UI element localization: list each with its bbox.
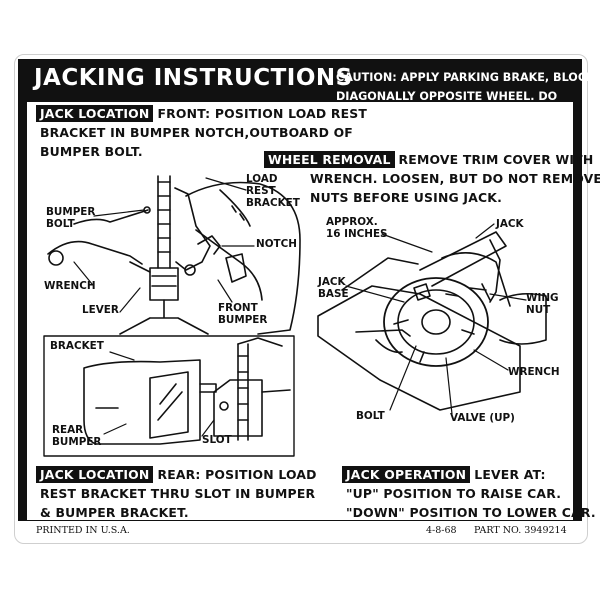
callout-line: APPROX. xyxy=(326,216,378,228)
front-bumper-label: FRONT BUMPER xyxy=(218,302,267,326)
wheel-label: WHEEL REMOVAL xyxy=(264,151,395,168)
callout-line: JACK xyxy=(318,276,346,288)
callout-line: REST xyxy=(246,185,276,197)
rear-bumper-label: REAR BUMPER xyxy=(52,424,101,448)
front-line: FRONT: POSITION LOAD REST xyxy=(157,106,368,121)
callout-line: BOLT xyxy=(46,218,75,230)
rear-line: & BUMPER BRACKET. xyxy=(40,505,189,520)
part-number: PART NO. 3949214 xyxy=(474,525,567,536)
wrench-label: WRENCH xyxy=(44,280,96,292)
bolt-label: BOLT xyxy=(356,410,385,422)
wheel-line: REMOVE TRIM COVER WITH xyxy=(398,152,594,167)
white-panel xyxy=(27,102,573,520)
rear-jack-inset xyxy=(43,335,295,457)
operation-line: LEVER AT: xyxy=(474,467,546,482)
rear-line: REAR: POSITION LOAD xyxy=(157,467,317,482)
wheel-line: WRENCH. LOOSEN, BUT DO NOT REMOVE xyxy=(310,171,600,186)
operation-label: JACK OPERATION xyxy=(342,466,471,483)
caution-text: CAUTION: APPLY PARKING BRAKE, BLOCK DIAG… xyxy=(336,68,595,144)
bracket-label: BRACKET xyxy=(50,340,104,352)
callout-line: BASE xyxy=(318,288,349,300)
rear-line: REST BRACKET THRU SLOT IN BUMPER xyxy=(40,486,316,501)
caution-line: BEING USED. xyxy=(336,128,418,141)
wing-nut-label: WING NUT xyxy=(526,292,559,316)
printed-in-usa: PRINTED IN U.S.A. xyxy=(36,525,130,536)
callout-line: LOAD xyxy=(246,173,278,185)
print-date: 4-8-68 xyxy=(426,525,457,536)
rear-label: JACK LOCATION xyxy=(36,466,154,483)
callout-line: 16 INCHES xyxy=(326,228,388,240)
jack-label: JACK xyxy=(496,218,524,230)
caution-line: NOT GET UNDER CAR WHILE JACK IS xyxy=(336,109,563,122)
notch-label: NOTCH xyxy=(256,238,297,250)
operation-line: "DOWN" POSITION TO LOWER CAR. xyxy=(346,505,596,520)
jack-base-label: JACK BASE xyxy=(318,276,349,300)
front-line: BUMPER BOLT. xyxy=(40,144,143,159)
callout-line: BUMPER xyxy=(46,206,96,218)
callout-line: FRONT xyxy=(218,302,258,314)
page-title: JACKING INSTRUCTIONS xyxy=(34,65,353,91)
wrench-wheel-label: WRENCH xyxy=(508,366,560,378)
wheel-illustration xyxy=(317,231,547,411)
front-line: BRACKET IN BUMPER NOTCH,OUTBOARD OF xyxy=(40,125,353,140)
callout-line: WING xyxy=(526,292,559,304)
load-rest-bracket-label: LOAD REST BRACKET xyxy=(246,173,300,209)
wheel-line: NUTS BEFORE USING JACK. xyxy=(310,190,502,205)
callout-line: BUMPER xyxy=(52,436,102,448)
callout-line: BRACKET xyxy=(246,197,300,209)
approx-label: APPROX. 16 INCHES xyxy=(326,216,388,240)
callout-line: BUMPER xyxy=(218,314,268,326)
front-label: JACK LOCATION xyxy=(36,105,154,122)
callout-line: NUT xyxy=(526,304,551,316)
callout-line: REAR xyxy=(52,424,84,436)
operation-line: "UP" POSITION TO RAISE CAR. xyxy=(346,486,562,501)
bumper-bolt-label: BUMPER BOLT xyxy=(46,206,95,230)
leader-lines xyxy=(73,177,527,437)
caution-line: DIAGONALLY OPPOSITE WHEEL. DO xyxy=(336,90,558,103)
valve-label: VALVE (UP) xyxy=(450,412,515,424)
slot-label: SLOT xyxy=(202,434,232,446)
lever-label: LEVER xyxy=(82,304,119,316)
caution-line: CAUTION: APPLY PARKING BRAKE, BLOCK xyxy=(336,71,595,84)
